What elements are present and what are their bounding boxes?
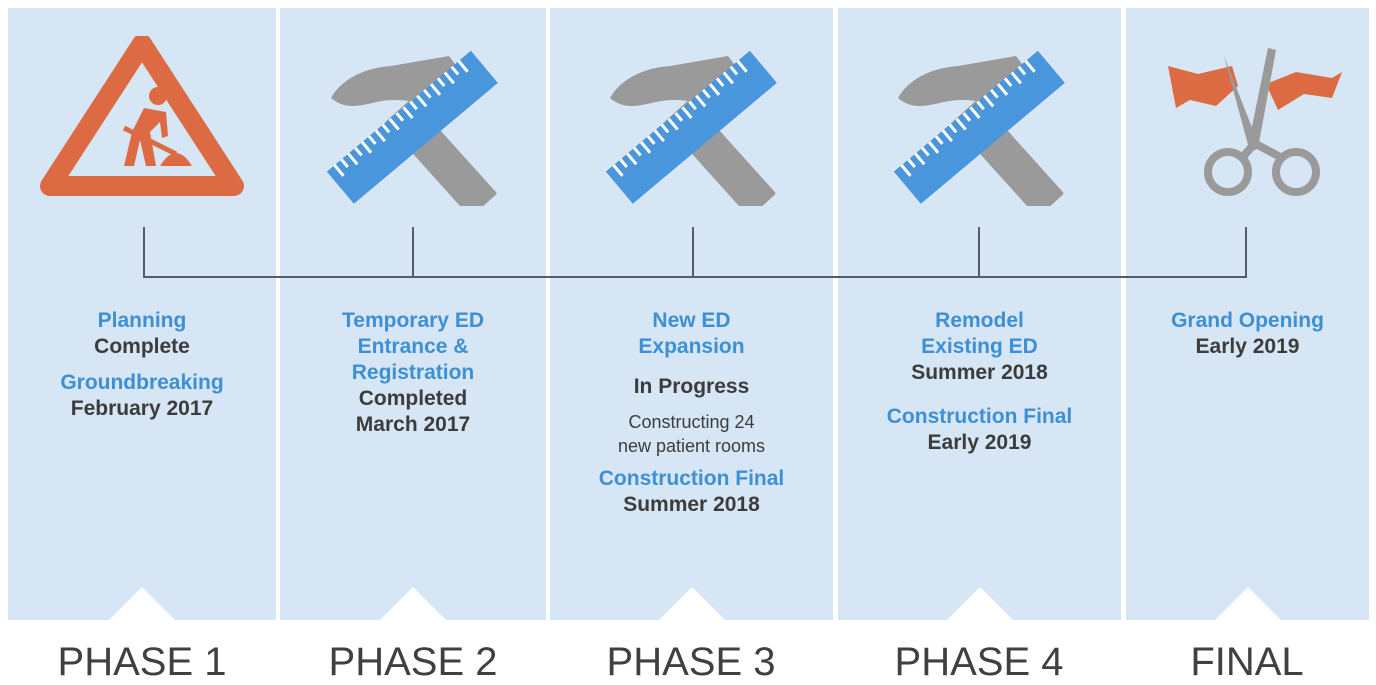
phase-4-title-line-2: Existing ED xyxy=(921,335,1038,358)
final-date: Early 2019 xyxy=(1195,335,1300,358)
timeline-line xyxy=(143,276,1247,278)
hammer-and-ruler-icon xyxy=(603,49,778,206)
phase-1-status: Complete xyxy=(94,335,190,358)
phase-2-panel: Temporary ED Entrance & Registration Com… xyxy=(280,8,546,620)
final-phase-panel: Grand Opening Early 2019 xyxy=(1126,8,1369,620)
phase-4-milestone-date: Early 2019 xyxy=(927,431,1032,454)
hammer-and-ruler-icon xyxy=(325,49,500,206)
phase-2-date: March 2017 xyxy=(355,413,471,436)
phase-3-milestone: Construction Final xyxy=(598,467,785,490)
phase-2-pointer xyxy=(380,587,446,620)
phase-3-pointer xyxy=(658,587,725,620)
timeline-tick-4 xyxy=(978,227,980,278)
phase-2-title-line-1: Temporary ED xyxy=(342,309,484,332)
phase-2-title-line-2: Entrance & xyxy=(357,335,469,358)
phase-1-text: Planning Complete Groundbreaking Februar… xyxy=(8,308,276,422)
phase-1-label: PHASE 1 xyxy=(57,640,227,684)
timeline-tick-1 xyxy=(143,227,145,278)
phase-4-milestone: Construction Final xyxy=(886,405,1073,428)
hammer-and-ruler-icon xyxy=(891,49,1066,206)
phase-3-status: In Progress xyxy=(633,375,750,398)
phase-1-milestone: Groundbreaking xyxy=(60,371,224,394)
phase-4-title-line-1: Remodel xyxy=(935,309,1024,332)
phase-1-pointer xyxy=(109,587,175,620)
construction-warning-sign-icon xyxy=(40,36,244,196)
phase-2-title-line-3: Registration xyxy=(351,361,475,384)
phase-4-text: Remodel Existing ED Summer 2018 Construc… xyxy=(838,308,1121,456)
phase-2-text: Temporary ED Entrance & Registration Com… xyxy=(280,308,546,438)
phase-4-date: Summer 2018 xyxy=(911,361,1048,384)
phase-1-title: Planning xyxy=(97,309,187,332)
phase-3-note-line-1: Constructing 24 xyxy=(628,412,755,432)
timeline-tick-2 xyxy=(412,227,414,278)
phase-3-note-line-2: new patient rooms xyxy=(617,436,766,456)
phase-4-label: PHASE 4 xyxy=(894,640,1064,684)
phase-1-milestone-date: February 2017 xyxy=(70,397,214,420)
final-label: FINAL xyxy=(1190,640,1304,684)
final-phase-text: Grand Opening Early 2019 xyxy=(1126,308,1369,360)
phase-4-pointer xyxy=(946,587,1013,620)
phase-3-panel: New ED Expansion In Progress Constructin… xyxy=(550,8,833,620)
final-pointer xyxy=(1214,587,1281,620)
phase-3-milestone-date: Summer 2018 xyxy=(623,493,760,516)
phase-3-title-line-2: Expansion xyxy=(638,335,745,358)
phase-3-text: New ED Expansion In Progress Constructin… xyxy=(550,308,833,518)
timeline-tick-5 xyxy=(1245,227,1247,278)
phase-2-status: Completed xyxy=(358,387,468,410)
phase-2-label: PHASE 2 xyxy=(328,640,498,684)
ribbon-cutting-scissors-icon xyxy=(1167,48,1342,196)
phase-3-title-line-1: New ED xyxy=(652,309,731,332)
phase-4-panel: Remodel Existing ED Summer 2018 Construc… xyxy=(838,8,1121,620)
final-title: Grand Opening xyxy=(1171,309,1324,332)
timeline-tick-3 xyxy=(692,227,694,278)
phase-1-panel: Planning Complete Groundbreaking Februar… xyxy=(8,8,276,620)
phase-3-label: PHASE 3 xyxy=(606,640,776,684)
